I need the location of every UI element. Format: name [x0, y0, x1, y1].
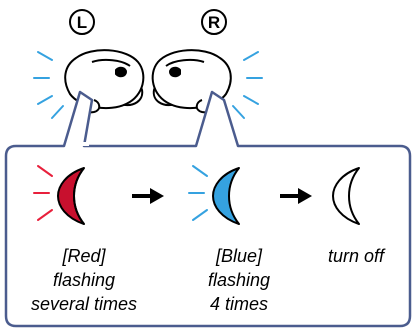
step-blue-flashing [188, 165, 240, 225]
step-red-label: [Red] flashing several times [31, 246, 137, 314]
step-turn-off [332, 167, 360, 225]
arrow-right-icon [132, 188, 164, 204]
off-led-icon [332, 167, 360, 225]
blue-indicator-rays [188, 165, 208, 221]
blue-led-icon [212, 167, 240, 225]
step-red-label-line-2: flashing [53, 270, 115, 290]
left-side-badge [69, 9, 95, 35]
step-blue-label: [Blue] flashing 4 times [208, 246, 270, 314]
status-panel [4, 90, 412, 328]
right-indicator-rays [232, 51, 263, 119]
red-indicator-rays [33, 165, 53, 221]
arrow-right-icon [280, 188, 312, 204]
step-red-label-line-3: several times [31, 294, 137, 314]
right-side-badge [201, 9, 227, 35]
left-indicator-rays [33, 51, 64, 119]
left-side-letter: L [77, 13, 87, 32]
step-off-label-line-1: turn off [328, 246, 386, 266]
step-blue-label-line-1: [Blue] [215, 246, 263, 266]
step-red-label-line-1: [Red] [61, 246, 106, 266]
right-side-letter: R [208, 13, 220, 32]
callout-panel-frame [4, 90, 412, 328]
right-earbud-group: R [151, 9, 263, 119]
step-blue-label-line-2: flashing [208, 270, 270, 290]
step-blue-label-line-3: 4 times [210, 294, 268, 314]
step-off-label: turn off [328, 246, 386, 266]
step-red-flashing [33, 165, 85, 225]
